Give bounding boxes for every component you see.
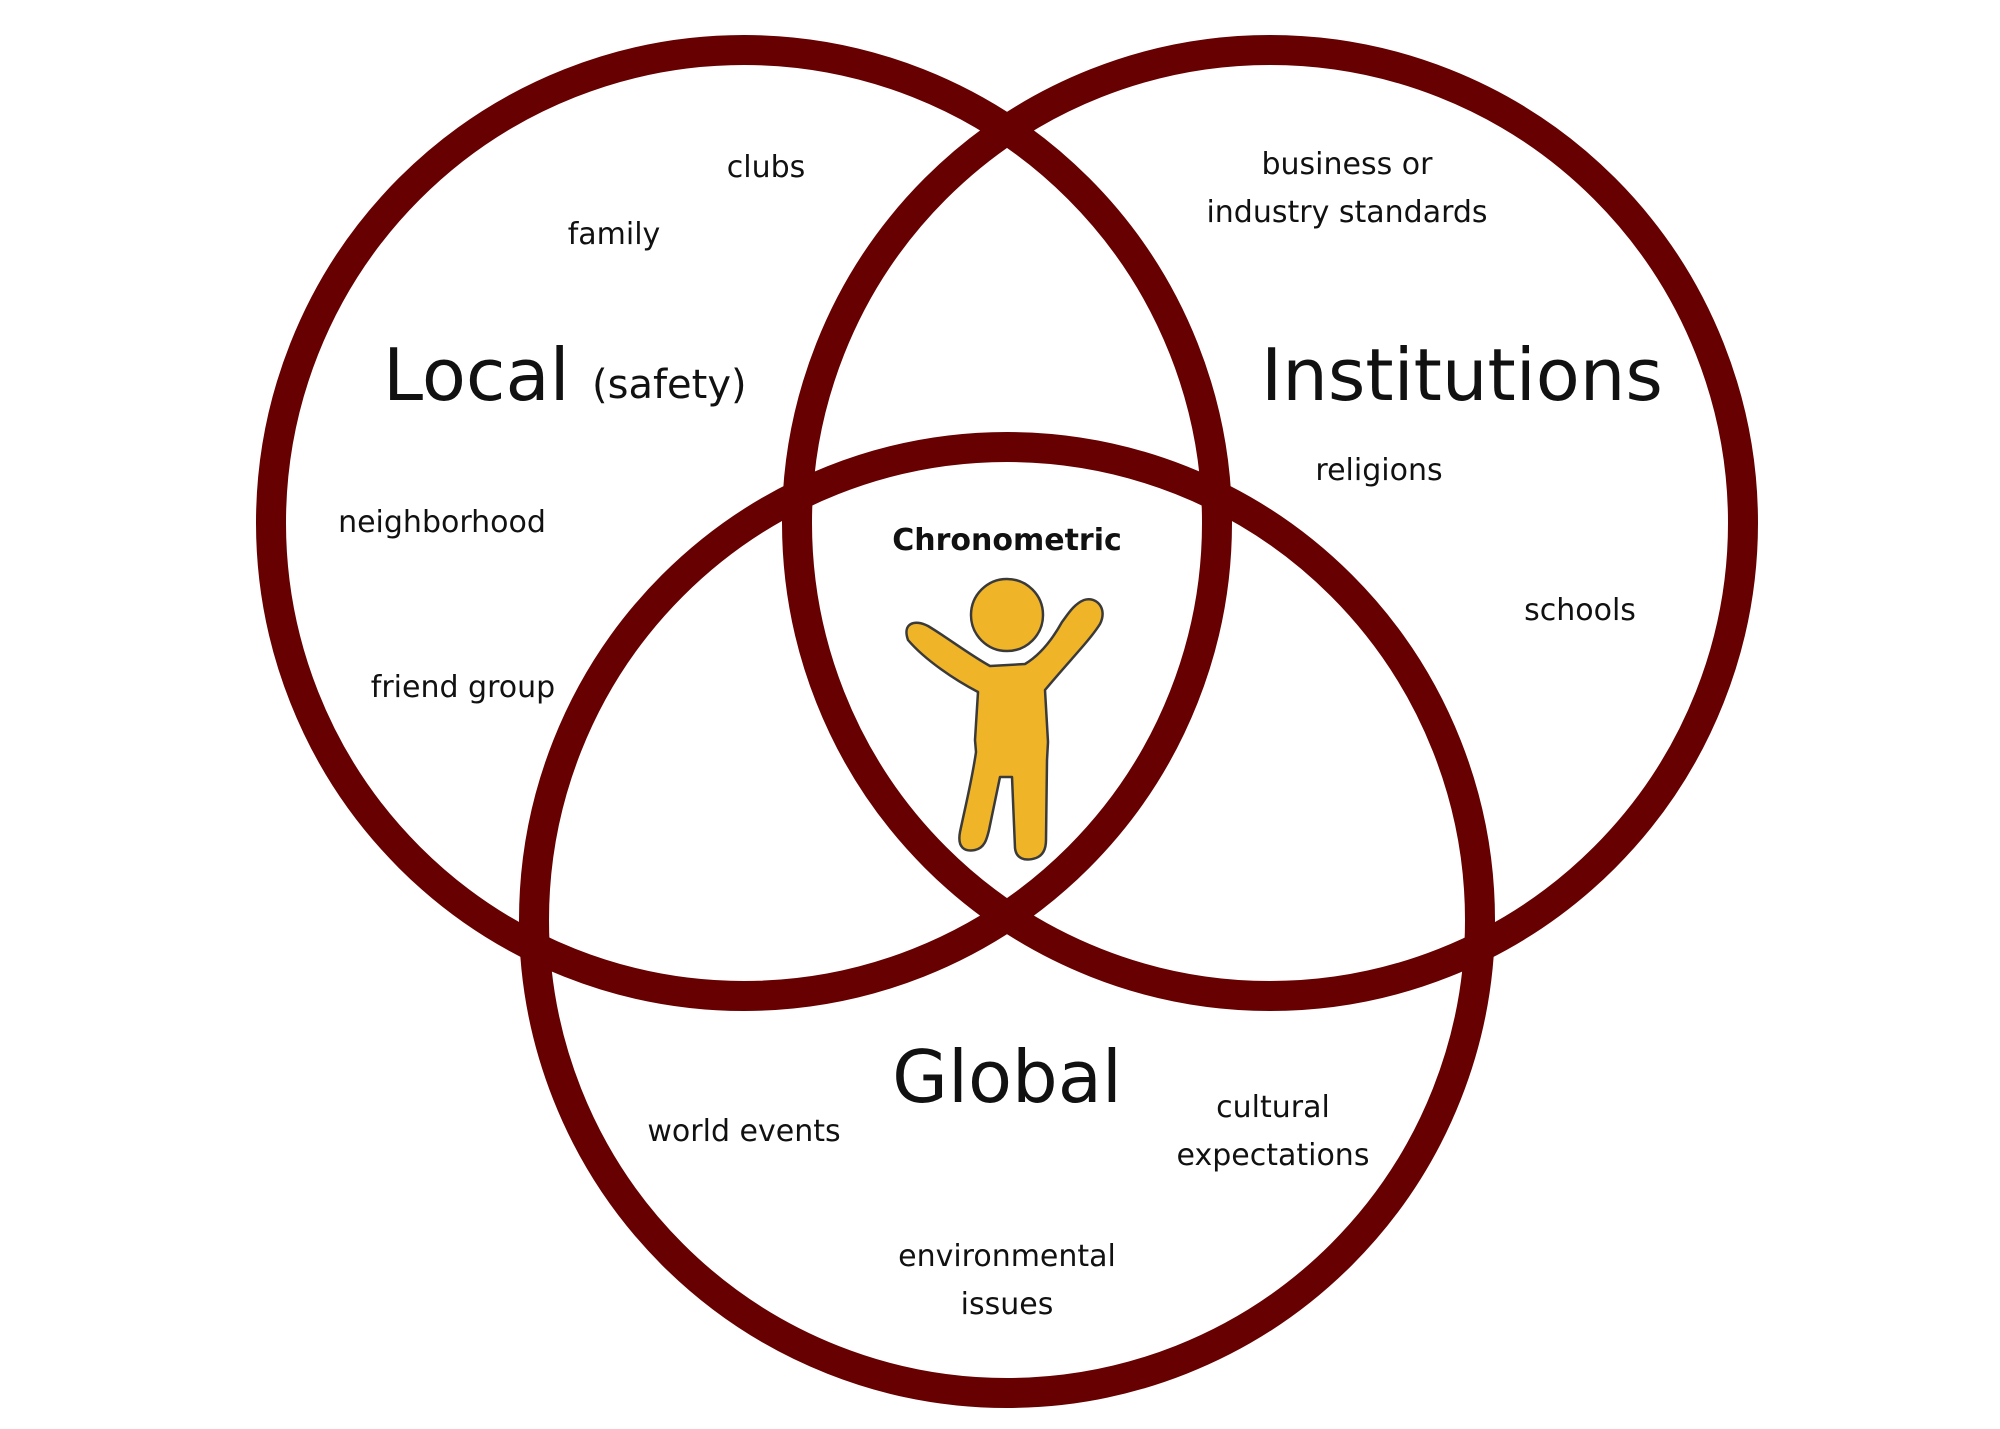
- institutions-item-business: business or: [1262, 147, 1434, 182]
- institutions-item-industry-standards: industry standards: [1206, 195, 1487, 230]
- global-item-expectations: expectations: [1177, 1138, 1370, 1173]
- institutions-item-schools: schools: [1524, 593, 1636, 628]
- global-title: Global: [892, 1035, 1122, 1119]
- local-subtitle: (safety): [592, 362, 747, 408]
- local-item-family: family: [568, 217, 661, 252]
- global-item-environmental: environmental: [898, 1239, 1116, 1274]
- center-label: Chronometric: [892, 523, 1122, 558]
- global-item-cultural: cultural: [1216, 1090, 1330, 1125]
- circle-global: [519, 432, 1495, 1408]
- local-item-clubs: clubs: [727, 150, 806, 185]
- local-title: Local: [383, 333, 570, 417]
- institutions-title: Institutions: [1261, 333, 1663, 417]
- circle-local: [256, 35, 1232, 1011]
- local-item-neighborhood: neighborhood: [338, 505, 546, 540]
- global-item-world-events: world events: [647, 1114, 840, 1149]
- institutions-item-religions: religions: [1315, 453, 1442, 488]
- person-arms-raised-icon: [905, 577, 1104, 861]
- global-item-issues: issues: [961, 1287, 1054, 1322]
- local-item-friend-group: friend group: [371, 670, 555, 705]
- circle-institutions: [782, 35, 1758, 1011]
